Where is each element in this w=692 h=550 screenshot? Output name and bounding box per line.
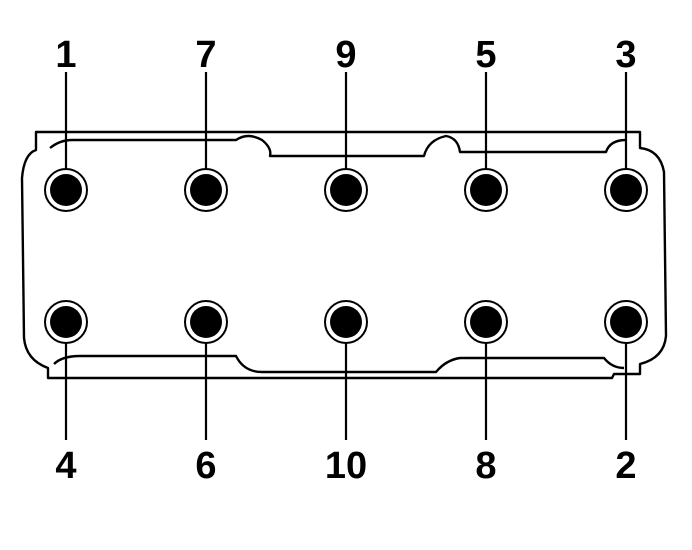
labels-lower: 4 6 10 8 2 bbox=[55, 445, 636, 487]
bolt-label-10: 10 bbox=[325, 445, 367, 487]
bolt-label-3: 3 bbox=[615, 34, 636, 76]
bolt-1 bbox=[44, 168, 88, 212]
labels-upper: 1 7 9 5 3 bbox=[55, 34, 636, 76]
bolt-8 bbox=[464, 300, 508, 344]
bolt-row-lower bbox=[44, 300, 648, 344]
bolt-label-5: 5 bbox=[475, 34, 496, 76]
bolt-9 bbox=[324, 168, 368, 212]
bolt-label-6: 6 bbox=[195, 445, 216, 487]
bolt-2 bbox=[604, 300, 648, 344]
bolt-10 bbox=[324, 300, 368, 344]
bolt-row-upper bbox=[44, 168, 648, 212]
bolt-label-4: 4 bbox=[55, 445, 76, 487]
bolt-5 bbox=[464, 168, 508, 212]
leader-lines bbox=[64, 72, 628, 440]
bolt-label-7: 7 bbox=[195, 34, 216, 76]
bolt-label-8: 8 bbox=[475, 445, 496, 487]
bolt-3 bbox=[604, 168, 648, 212]
bolt-label-9: 9 bbox=[335, 34, 356, 76]
bolt-label-1: 1 bbox=[55, 34, 76, 76]
bolt-6 bbox=[184, 300, 228, 344]
bolt-7 bbox=[184, 168, 228, 212]
bolt-4 bbox=[44, 300, 88, 344]
bolt-label-2: 2 bbox=[615, 445, 636, 487]
